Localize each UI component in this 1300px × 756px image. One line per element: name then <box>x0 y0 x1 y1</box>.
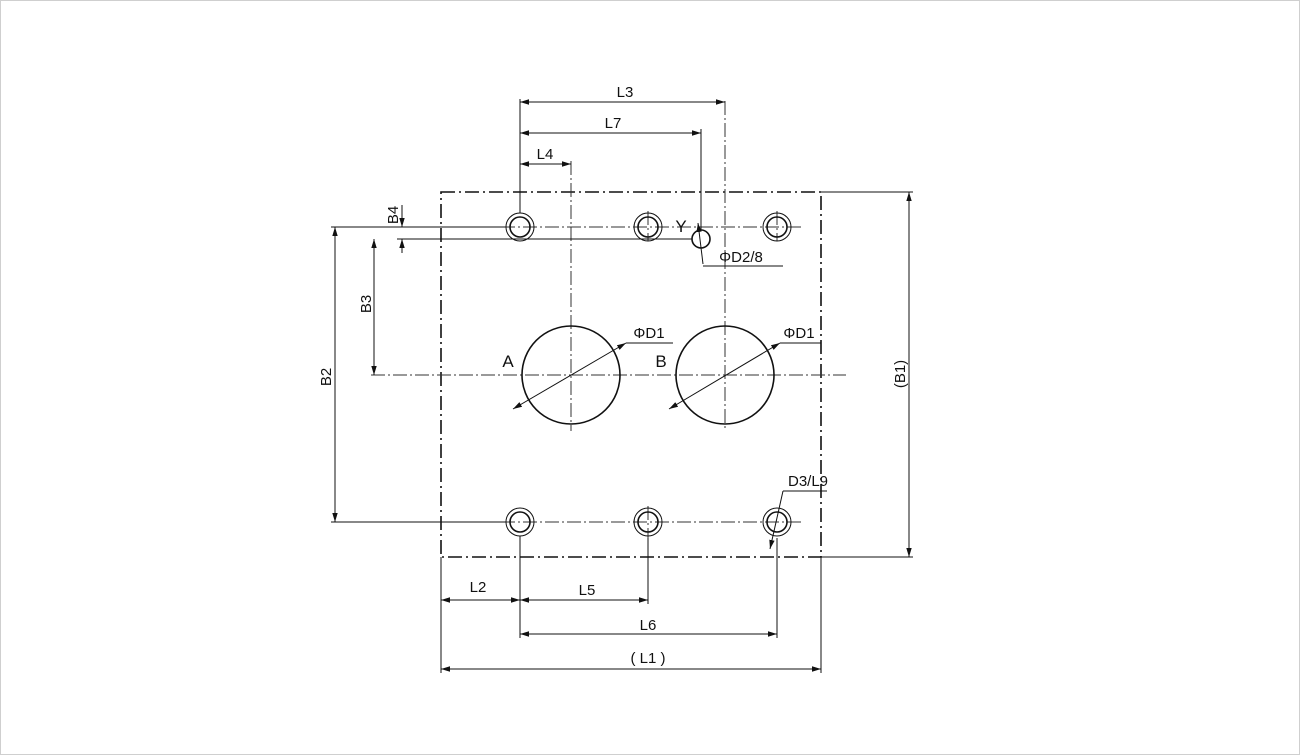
port-y-leader <box>696 222 704 265</box>
label-b3: B3 <box>358 295 375 313</box>
bolt-hole-top-right <box>762 212 792 242</box>
label-l3: L3 <box>617 84 634 101</box>
bolt-hole-bottom-right <box>762 507 792 537</box>
label-l7: L7 <box>605 115 622 132</box>
label-b4: B4 <box>385 206 402 224</box>
label-l1: ( L1 ) <box>630 650 665 667</box>
label-l4: L4 <box>537 146 554 163</box>
label-d1-port-b: ΦD1 <box>783 325 814 342</box>
label-port-y: Y <box>675 217 686 236</box>
label-port-a: A <box>502 352 514 371</box>
label-d2: ΦD2/8 <box>719 249 763 266</box>
label-port-b: B <box>655 352 666 371</box>
label-l6: L6 <box>640 617 657 634</box>
label-d3: D3/L9 <box>788 473 828 490</box>
label-b1: (B1) <box>892 360 909 388</box>
port-b-diameter-leader <box>668 342 781 410</box>
bolt-hole-bottom-mid <box>633 507 663 537</box>
label-b2: B2 <box>318 368 335 386</box>
bolt-hole-top-mid <box>633 212 663 242</box>
label-l5: L5 <box>579 582 596 599</box>
bolt-d3-leader <box>769 490 784 550</box>
port-a-diameter-leader <box>512 342 627 410</box>
label-d1-port-a: ΦD1 <box>633 325 664 342</box>
label-l2: L2 <box>470 579 487 596</box>
